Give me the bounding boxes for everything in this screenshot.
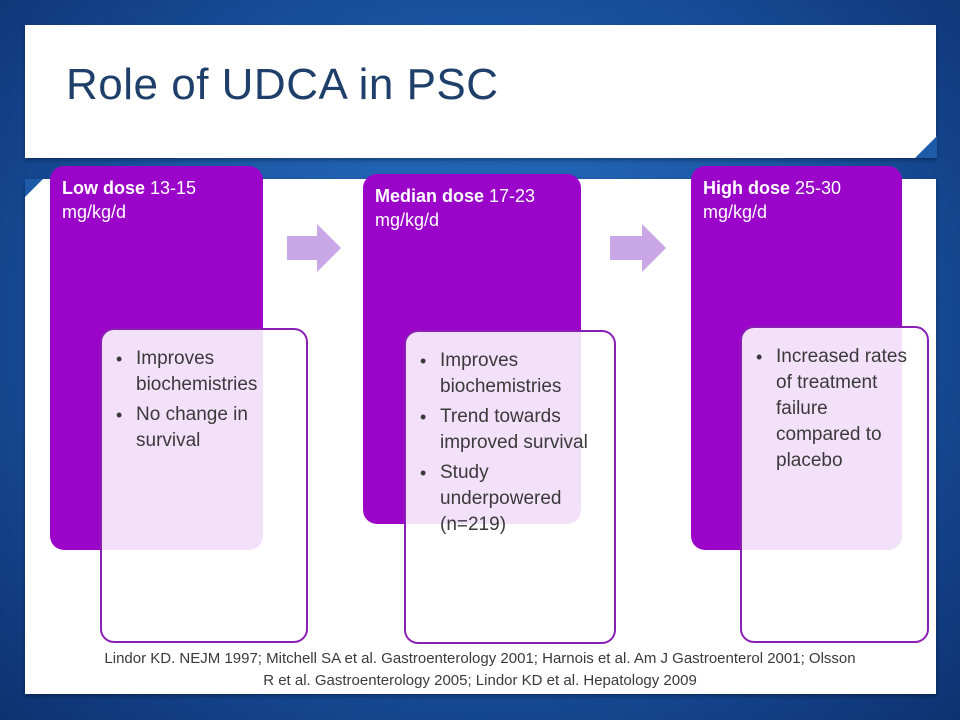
stage-heading-rest: 13-15 mg/kg/d: [62, 178, 197, 222]
stage-heading-bold: Low dose: [62, 178, 146, 198]
detail-bullet: Trend towards improved survival: [420, 404, 604, 456]
right-arrow-icon: [610, 224, 666, 272]
detail-list: Increased rates of treatment failure com…: [756, 344, 917, 474]
title-panel: [25, 25, 937, 158]
detail-list: Improves biochemistries Trend towards im…: [420, 348, 604, 538]
stage-heading-bold: High dose: [703, 178, 791, 198]
detail-low-dose: Improves biochemistries No change in sur…: [100, 328, 308, 643]
detail-bullet: Improves biochemistries: [420, 348, 604, 400]
right-arrow-icon: [287, 224, 341, 272]
detail-bullet: Improves biochemistries: [116, 346, 296, 398]
detail-high-dose: Increased rates of treatment failure com…: [740, 326, 929, 643]
detail-bullet: No change in survival: [116, 402, 296, 454]
slide-title: Role of UDCA in PSC: [66, 60, 499, 109]
detail-bullet: Study underpowered (n=219): [420, 460, 604, 538]
detail-median-dose: Improves biochemistries Trend towards im…: [404, 330, 616, 644]
detail-list: Improves biochemistries No change in sur…: [116, 346, 296, 454]
detail-bullet: Increased rates of treatment failure com…: [756, 344, 917, 474]
stage-heading-rest: 25-30 mg/kg/d: [703, 178, 842, 222]
citation-text: Lindor KD. NEJM 1997; Mitchell SA et al.…: [104, 650, 856, 689]
stage-heading-bold: Median dose: [375, 186, 485, 206]
stage-heading-rest: 17-23 mg/kg/d: [375, 186, 536, 230]
